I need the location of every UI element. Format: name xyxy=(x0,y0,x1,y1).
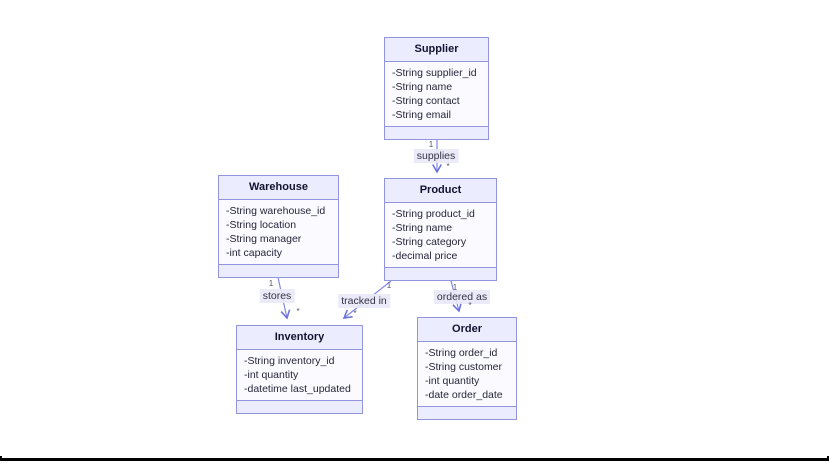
cardinality-ordered-as-from: 1 xyxy=(452,283,458,292)
attribute-row: -int quantity xyxy=(425,375,480,387)
attribute-row: -int capacity xyxy=(226,247,283,259)
class-attributes: -String warehouse_id -String location -S… xyxy=(219,200,338,264)
class-box-inventory: Inventory -String inventory_id -int quan… xyxy=(236,325,363,414)
cardinality-stores-to: * xyxy=(296,307,300,316)
attribute-row: -String location xyxy=(226,219,297,231)
class-attributes: -String order_id -String customer -int q… xyxy=(418,342,516,406)
attribute-row: -String order_id xyxy=(425,347,498,359)
class-title: Inventory xyxy=(237,326,362,350)
relationship-label-stores: stores xyxy=(259,289,295,303)
class-methods-empty xyxy=(385,267,496,280)
cardinality-tracked-in-from: 1 xyxy=(386,281,392,290)
relationship-label-tracked-in: tracked in xyxy=(338,294,390,308)
class-box-order: Order -String order_id -String customer … xyxy=(417,317,517,420)
class-attributes: -String inventory_id -int quantity -date… xyxy=(237,350,362,400)
attribute-row: -String customer xyxy=(425,361,503,373)
attribute-row: -int quantity xyxy=(244,369,299,381)
attribute-row: -String supplier_id xyxy=(392,67,477,79)
class-box-product: Product -String product_id -String name … xyxy=(384,178,497,281)
attribute-row: -String inventory_id xyxy=(244,355,335,367)
class-methods-empty xyxy=(237,400,362,413)
attribute-row: -date order_date xyxy=(425,389,503,401)
class-title: Order xyxy=(418,318,516,342)
class-title: Supplier xyxy=(385,38,488,62)
class-box-warehouse: Warehouse -String warehouse_id -String l… xyxy=(218,175,339,278)
attribute-row: -String email xyxy=(392,109,451,121)
attribute-row: -decimal price xyxy=(392,250,458,262)
attribute-row: -String product_id xyxy=(392,208,475,220)
attribute-row: -String manager xyxy=(226,233,302,245)
cardinality-stores-from: 1 xyxy=(268,279,274,288)
class-attributes: -String supplier_id -String name -String… xyxy=(385,62,488,126)
attribute-row: -String name xyxy=(392,222,453,234)
attribute-row: -datetime last_updated xyxy=(244,383,351,395)
class-title: Product xyxy=(385,179,496,203)
class-box-supplier: Supplier -String supplier_id -String nam… xyxy=(384,37,489,140)
cardinality-ordered-as-to: * xyxy=(468,301,472,310)
attribute-row: -String category xyxy=(392,236,467,248)
class-methods-empty xyxy=(418,406,516,419)
viewport-bottom-frame xyxy=(0,456,829,461)
class-methods-empty xyxy=(385,126,488,139)
cardinality-tracked-in-to: * xyxy=(353,309,357,318)
attribute-row: -String warehouse_id xyxy=(226,205,326,217)
class-title: Warehouse xyxy=(219,176,338,200)
attribute-row: -String name xyxy=(392,81,453,93)
attribute-row: -String contact xyxy=(392,95,460,107)
cardinality-supplies-to: * xyxy=(446,162,450,171)
cardinality-supplies-from: 1 xyxy=(428,140,434,149)
class-attributes: -String product_id -String name -String … xyxy=(385,203,496,267)
class-methods-empty xyxy=(219,264,338,277)
relationship-label-supplies: supplies xyxy=(413,149,459,163)
relationship-label-ordered-as: ordered as xyxy=(433,290,491,304)
